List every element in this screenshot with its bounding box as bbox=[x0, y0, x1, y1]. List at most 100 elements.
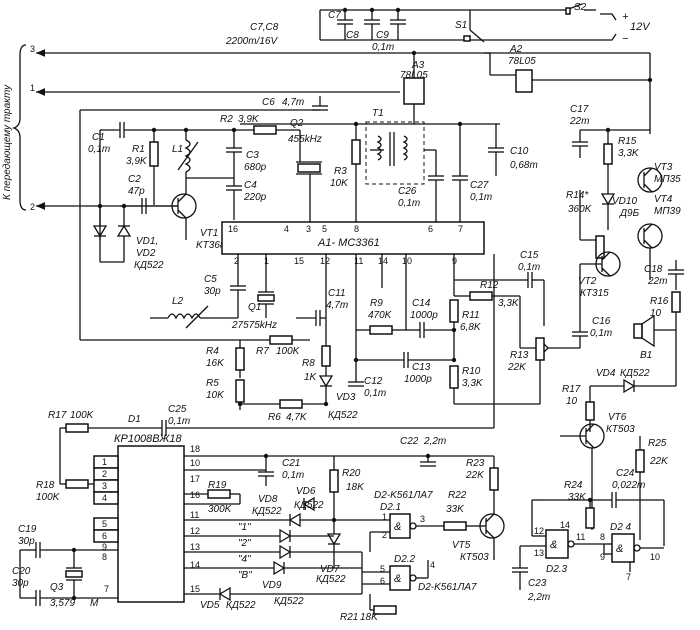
c4-value: 220p bbox=[243, 192, 267, 203]
q1-crystal bbox=[257, 276, 275, 318]
r3-resistor bbox=[351, 124, 361, 222]
r14-resistor bbox=[579, 190, 605, 259]
junction-dots bbox=[71, 7, 653, 601]
c19-capacitor bbox=[20, 542, 118, 558]
vd3-diode bbox=[318, 375, 334, 404]
c9-capacitor bbox=[390, 10, 406, 40]
r16-label: R16 bbox=[650, 296, 669, 307]
c27-capacitor bbox=[452, 124, 468, 222]
c22-value: 2,2m bbox=[423, 436, 446, 447]
c7c8-value: 2200m/16V bbox=[225, 36, 278, 47]
a1-pin12: 12 bbox=[320, 256, 330, 266]
dd1-pin6: 6 bbox=[102, 531, 107, 541]
r18-resistor bbox=[60, 479, 94, 489]
r18-value: 100K bbox=[36, 492, 61, 503]
c25-value: 0,1m bbox=[168, 416, 190, 427]
vt5-transistor bbox=[478, 513, 505, 560]
r1-label: R1 bbox=[132, 144, 145, 155]
c2-label: C2 bbox=[128, 174, 141, 185]
a1-label: A1- MC3361 bbox=[317, 237, 380, 249]
vd3-label: VD3 bbox=[336, 392, 356, 403]
r22-resistor bbox=[443, 521, 478, 531]
code4-line bbox=[184, 544, 362, 560]
d24-gate bbox=[603, 533, 664, 572]
r5-label: R5 bbox=[206, 378, 219, 389]
power-rail-top bbox=[319, 9, 560, 41]
c18-label: C18 bbox=[644, 264, 663, 275]
a1-chip bbox=[221, 221, 485, 255]
c11-capacitor bbox=[296, 310, 326, 326]
r11-value: 6,8K bbox=[460, 322, 482, 333]
code2-line bbox=[184, 528, 334, 544]
vt2-type: КТ315 bbox=[580, 288, 609, 299]
c27-label: C27 bbox=[470, 180, 489, 191]
q1-value: 27575kHz bbox=[231, 320, 277, 331]
a2-regulator bbox=[484, 52, 650, 93]
r1-resistor bbox=[149, 130, 159, 205]
dd1-pin18: 18 bbox=[190, 444, 200, 454]
r13-potentiometer bbox=[520, 337, 580, 404]
d22-pin5: 5 bbox=[380, 564, 385, 574]
vd2-diode bbox=[100, 206, 132, 263]
vd7-diode bbox=[326, 520, 342, 568]
r22-label: R22 bbox=[448, 490, 467, 501]
c13-label: C13 bbox=[412, 362, 431, 373]
r19-value: 300K bbox=[208, 504, 233, 515]
c24-label: C24 bbox=[616, 468, 635, 479]
r21-label: R21 bbox=[340, 612, 358, 623]
vd6-label: VD6 bbox=[296, 486, 316, 497]
q1-label: Q1 bbox=[248, 302, 261, 313]
c18-capacitor bbox=[668, 260, 684, 290]
s1-label: S1 bbox=[455, 20, 467, 31]
dd1-label: КР1008ВЖ18 bbox=[114, 433, 182, 445]
r23-label: R23 bbox=[466, 458, 485, 469]
a1-pin16: 16 bbox=[228, 224, 238, 234]
c20-capacitor bbox=[19, 550, 118, 606]
c9-value: 0,1m bbox=[372, 42, 394, 53]
vd12-type: КД522 bbox=[134, 260, 164, 271]
c18-value: 22m bbox=[647, 276, 667, 287]
c6-label: C6 bbox=[262, 97, 275, 108]
a1-pin15: 15 bbox=[294, 256, 304, 266]
b1-label: B1 bbox=[640, 350, 652, 361]
a1-pin14: 14 bbox=[378, 256, 388, 266]
c20-value: 30p bbox=[12, 578, 29, 589]
codeB-line bbox=[184, 560, 362, 576]
d21-type: D2-K561ЛА7 bbox=[374, 490, 433, 501]
r13-label: R13 bbox=[510, 350, 529, 361]
d21-nand: & bbox=[394, 521, 401, 533]
r4-resistor bbox=[235, 340, 245, 378]
a3-regulator bbox=[403, 53, 425, 124]
d23-label: D2.3 bbox=[546, 564, 568, 575]
r24-label: R24 bbox=[564, 480, 583, 491]
d22-label: D2.2 bbox=[394, 554, 416, 565]
r9-label: R9 bbox=[370, 298, 383, 309]
vd5-label: VD5 bbox=[200, 600, 220, 611]
vd6-type: КД522 bbox=[294, 500, 324, 511]
dd1-chip bbox=[117, 445, 185, 603]
vt1-type: KT368 bbox=[196, 240, 226, 251]
c16-value: 0,1m bbox=[590, 328, 612, 339]
vd7-label: VD7 bbox=[320, 564, 340, 575]
d23-gate bbox=[520, 499, 604, 559]
vt6-type: КТ503 bbox=[606, 424, 635, 435]
a1-pin3: 3 bbox=[306, 224, 311, 234]
vd5-diode bbox=[184, 586, 362, 602]
vd1-diode bbox=[92, 206, 108, 262]
vt3-label: VT3 bbox=[654, 162, 673, 173]
c1-capacitor bbox=[99, 122, 186, 240]
d24-label: D2 4 bbox=[610, 522, 632, 533]
r4-value: 16K bbox=[206, 358, 225, 369]
r10-value: 3,3K bbox=[462, 378, 484, 389]
vd6-diode bbox=[302, 496, 315, 512]
c19-value: 30p bbox=[18, 536, 35, 547]
vt5-label: VT5 bbox=[452, 540, 471, 551]
c10-capacitor bbox=[488, 124, 504, 176]
dd1-pin15: 15 bbox=[190, 584, 200, 594]
r14-label: R14* bbox=[566, 190, 589, 201]
c11-value: 4,7m bbox=[326, 300, 348, 311]
c2-value: 47p bbox=[128, 186, 145, 197]
r18-label: R18 bbox=[36, 480, 55, 491]
r8-value: 1K bbox=[304, 372, 318, 383]
